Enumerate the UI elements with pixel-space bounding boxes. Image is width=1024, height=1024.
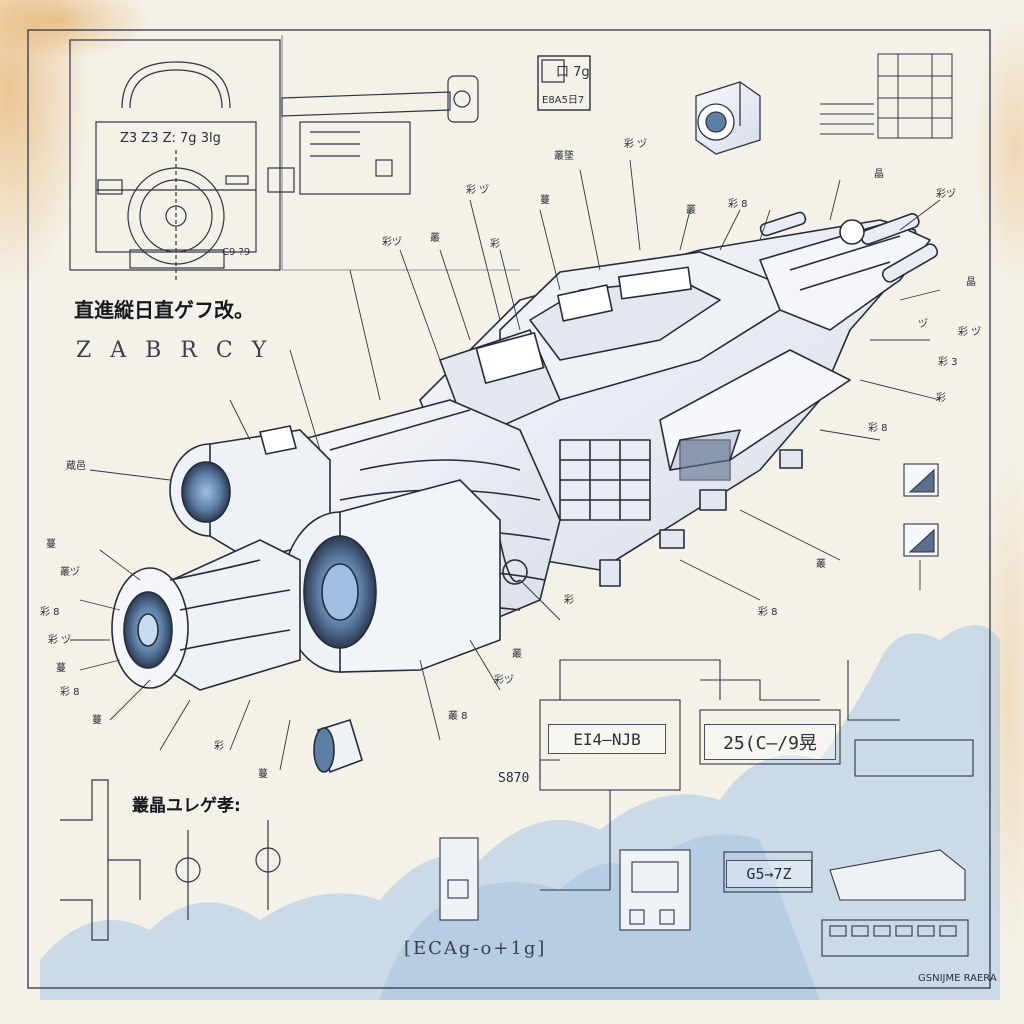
callout-label: 彩 (214, 741, 224, 752)
callout-label: 彩 (490, 239, 500, 250)
footer-caption: GSNIJME RAERA (918, 973, 997, 984)
bottom-left-heading: 叢晶ユレゲ孝: (132, 796, 241, 816)
readout-value: S870 (498, 771, 530, 786)
readout-box: 25(C—/9晃 (704, 724, 836, 760)
callout-label: 叢 (512, 649, 522, 660)
spaceship-hull (419, 211, 939, 587)
callout-label: 叢 8 (448, 711, 468, 722)
callout-label: 叢 (686, 205, 696, 216)
callout-label: 彩 ヅ (958, 327, 982, 338)
bottom-schematics (439, 659, 974, 957)
callout-label: 彩 8 (40, 607, 60, 618)
subtitle-code: Z A B R C Y (76, 338, 273, 363)
section-view-sub: C9 ?9 (222, 247, 251, 258)
callout-label: 叢 (816, 559, 826, 570)
top-left-section-view (69, 39, 281, 280)
section-view-caption: Z3 Z3 Z: 7g 3lg (120, 131, 221, 146)
scale-label: [ECAg-o+1g] (404, 938, 547, 959)
callout-label: 彩 8 (758, 607, 778, 618)
callout-label: 晶 (874, 169, 884, 180)
page-title: 直進縦日直ゲフ改。 (74, 298, 254, 322)
callout-label: 叢 (430, 233, 440, 244)
callout-label: 彩 8 (868, 423, 888, 434)
callout-label: 彩 8 (60, 687, 80, 698)
callout-label: 蔓 (56, 663, 66, 674)
callout-label: ヅ (918, 319, 928, 330)
callout-label: 彩 8 (728, 199, 748, 210)
drawing-border (27, 29, 991, 989)
callout-label: 彩 (936, 393, 946, 404)
callout-label: 彩 3 (938, 357, 958, 368)
engine-cluster (111, 399, 561, 774)
right-detail-icons (903, 463, 939, 557)
callout-label: 彩ヅ (382, 237, 402, 248)
spec-table (820, 53, 953, 139)
callout-label: 蔓 (258, 769, 268, 780)
callout-label: 彩 ヅ (466, 185, 490, 196)
watercolor-wash (40, 625, 1000, 1000)
callout-leaders (70, 159, 941, 771)
sensor-module (695, 81, 761, 155)
callout-label: 蔵邑 (66, 461, 86, 472)
callout-label: 彩ヅ (494, 675, 514, 686)
readout-box: G5→7Z (726, 860, 812, 888)
callout-label: 晶 (966, 277, 976, 288)
callout-label: 彩 ヅ (48, 635, 72, 646)
callout-label: 蔓 (92, 715, 102, 726)
callout-label: 彩ヅ (936, 189, 956, 200)
readout-box: ЕI4—NJB (548, 724, 666, 754)
callout-label: 蔓 (540, 195, 550, 206)
title-stamp (537, 55, 591, 111)
bottom-left-wiring (60, 779, 281, 941)
callout-label: 彩 ヅ (624, 139, 648, 150)
callout-label: 彩 (564, 595, 574, 606)
callout-label: 蔓 (46, 539, 56, 550)
stamp-glyph: 口 7g (556, 65, 590, 80)
callout-label: 叢墜 (554, 151, 574, 162)
callout-label: 叢ヅ (60, 567, 80, 578)
top-component-detail (267, 35, 520, 271)
paper-stain (0, 0, 90, 290)
stamp-caption: E8A5日7 (542, 95, 585, 106)
